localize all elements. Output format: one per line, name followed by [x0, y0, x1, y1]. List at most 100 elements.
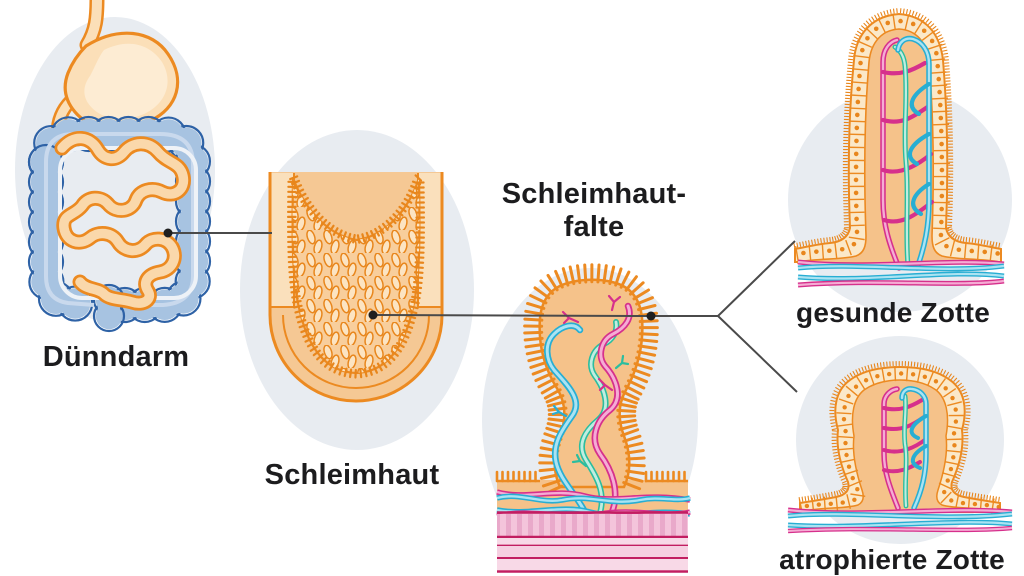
deco — [320, 218, 328, 227]
deco — [863, 378, 869, 383]
deco — [960, 236, 963, 242]
deco — [817, 238, 819, 244]
deco — [831, 396, 837, 399]
deco — [937, 102, 943, 108]
deco — [632, 288, 651, 301]
deco — [561, 267, 570, 287]
deco — [948, 230, 954, 234]
deco — [620, 428, 640, 438]
deco — [289, 285, 300, 289]
deco — [844, 376, 848, 381]
deco — [303, 200, 312, 208]
deco — [950, 231, 955, 236]
deco — [944, 461, 960, 466]
deco — [799, 241, 802, 247]
muscle-band — [497, 538, 688, 545]
deco — [986, 494, 989, 500]
deco — [947, 401, 962, 407]
deco — [964, 420, 970, 423]
deco — [853, 151, 859, 157]
deco — [841, 378, 846, 383]
deco — [936, 378, 947, 391]
deco — [306, 341, 316, 348]
deco — [602, 264, 608, 285]
deco — [529, 294, 548, 305]
deco — [838, 447, 854, 451]
deco — [836, 235, 840, 241]
deco — [840, 478, 846, 481]
deco — [624, 384, 643, 396]
deco — [539, 279, 555, 295]
artery — [787, 527, 1013, 532]
deco — [328, 362, 335, 371]
deco — [877, 17, 886, 33]
deco — [863, 22, 868, 27]
deco — [849, 120, 866, 123]
deco — [957, 470, 963, 474]
deco — [841, 417, 847, 422]
deco — [807, 495, 810, 501]
deco — [865, 35, 870, 41]
deco — [920, 14, 924, 20]
deco — [635, 356, 655, 364]
deco — [923, 16, 927, 22]
deco — [855, 487, 860, 492]
deco — [947, 228, 953, 232]
deco — [955, 488, 959, 493]
deco — [617, 402, 637, 409]
deco — [623, 441, 644, 449]
deco — [938, 232, 944, 238]
deco — [939, 167, 945, 173]
deco — [407, 310, 418, 315]
villus-blood-vessels — [881, 386, 929, 511]
deco — [959, 462, 965, 465]
deco — [959, 385, 964, 389]
deco — [831, 428, 837, 431]
deco — [368, 366, 373, 376]
deco — [961, 388, 966, 392]
deco — [925, 18, 930, 23]
deco — [968, 491, 971, 498]
atrophierte-zotte-label: atrophierte Zotte — [779, 544, 1005, 575]
deco — [995, 496, 997, 502]
deco — [953, 419, 959, 424]
deco — [400, 333, 410, 339]
deco — [926, 43, 943, 51]
deco — [868, 18, 872, 23]
deco — [545, 394, 565, 404]
artery-twig — [597, 377, 614, 392]
deco — [854, 216, 859, 222]
deco — [614, 267, 623, 287]
deco — [916, 367, 922, 383]
deco — [638, 319, 659, 324]
deco — [852, 497, 857, 503]
deco — [932, 110, 949, 113]
deco — [384, 357, 392, 365]
deco — [856, 376, 866, 390]
deco — [324, 221, 331, 231]
deco — [957, 235, 960, 241]
deco — [838, 234, 842, 239]
marker-dot — [163, 228, 173, 238]
deco — [531, 366, 551, 376]
deco — [937, 34, 942, 38]
deco — [352, 233, 356, 244]
deco — [830, 491, 833, 497]
deco — [814, 239, 816, 245]
deco — [989, 240, 992, 246]
base-villi-decoration — [644, 470, 686, 483]
deco — [992, 495, 994, 501]
deco — [538, 467, 559, 473]
deco — [921, 28, 927, 34]
deco — [524, 342, 545, 349]
deco — [934, 50, 939, 56]
deco — [932, 25, 937, 30]
deco — [850, 45, 856, 49]
deco — [825, 492, 827, 498]
deco — [804, 503, 810, 509]
deco — [860, 47, 865, 53]
deco — [939, 219, 944, 225]
deco — [842, 230, 848, 234]
deco — [951, 431, 957, 436]
